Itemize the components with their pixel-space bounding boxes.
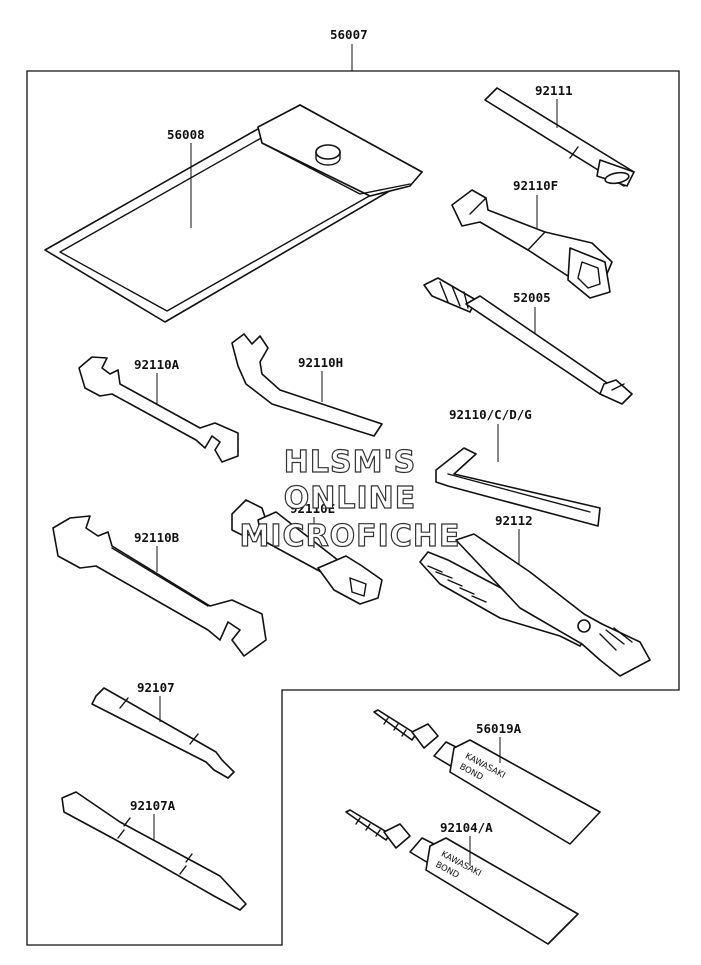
screwdriver	[91, 687, 235, 779]
watermark-line-2: ONLINE	[284, 481, 417, 516]
socket-wrench	[231, 499, 383, 605]
part-label-92112: 92112	[495, 513, 533, 528]
watermark: HLSM'S ONLINE MICROFICHE	[239, 444, 461, 554]
tool-pouch	[44, 104, 423, 323]
part-label-92110A: 92110A	[134, 357, 180, 372]
extension-bar	[484, 87, 635, 187]
part-label-92107: 92107	[137, 680, 175, 695]
open-end-wrench-large	[52, 515, 267, 657]
part-label-56019A: 56019A	[476, 721, 522, 736]
hook-spanner	[231, 333, 383, 437]
watermark-line-1: HLSM'S	[284, 445, 416, 480]
part-label-92111: 92111	[535, 83, 573, 98]
bond-tube-upper: KAWASAKI BOND	[373, 709, 601, 845]
part-label-52005: 52005	[513, 290, 551, 305]
part-label-56008: 56008	[167, 127, 205, 142]
watermark-line-3: MICROFICHE	[240, 519, 461, 554]
assembly-frame	[26, 70, 680, 946]
part-label-92104-A: 92104/A	[440, 820, 493, 835]
part-label-92110B: 92110B	[134, 530, 180, 545]
hex-key	[435, 447, 601, 527]
part-label-92110F: 92110F	[513, 178, 558, 193]
bond-tube-lower: KAWASAKI BOND	[345, 809, 579, 945]
assembly-label: 56007	[330, 27, 368, 42]
spark-plug-tool	[423, 277, 633, 405]
part-label-92110H: 92110H	[298, 355, 343, 370]
screwdriver-bit	[61, 791, 247, 911]
part-label-92107A: 92107A	[130, 798, 176, 813]
box-wrench	[451, 189, 613, 299]
part-label-92110-C-D-G: 92110/C/D/G	[449, 407, 532, 422]
open-end-wrench-small	[78, 356, 239, 463]
pliers	[419, 533, 651, 677]
part-label-92110E: 92110E	[290, 501, 335, 516]
